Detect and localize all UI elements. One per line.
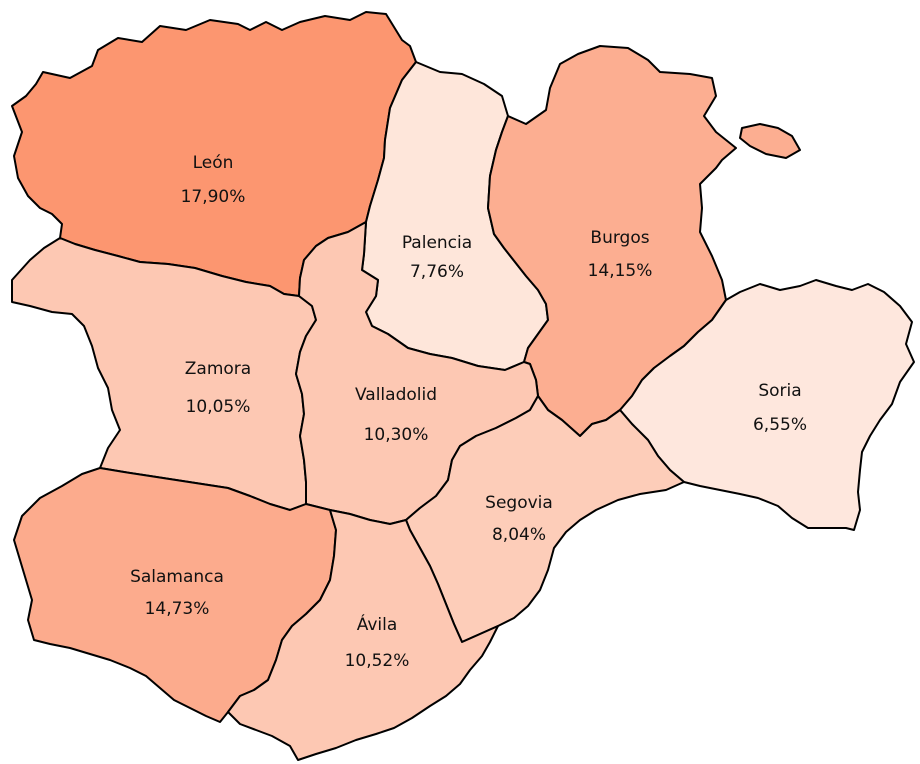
label-zamora-value: 10,05% xyxy=(186,397,251,417)
label-soria-value: 6,55% xyxy=(753,415,807,435)
label-salamanca-name: Salamanca xyxy=(130,567,224,587)
label-palencia-value: 7,76% xyxy=(410,262,464,282)
province-burgos-enclave xyxy=(739,123,801,159)
label-leon-name: León xyxy=(193,153,234,173)
label-zamora-name: Zamora xyxy=(185,359,251,379)
province-avila[interactable] xyxy=(227,509,499,761)
label-salamanca-value: 14,73% xyxy=(145,599,210,619)
province-soria[interactable] xyxy=(619,279,915,531)
label-leon-value: 17,90% xyxy=(181,187,246,207)
province-segovia[interactable] xyxy=(405,395,685,643)
label-burgos-name: Burgos xyxy=(590,228,649,248)
label-valladolid-value: 10,30% xyxy=(364,425,429,445)
label-avila-name: Ávila xyxy=(357,613,398,635)
label-segovia-name: Segovia xyxy=(485,493,553,513)
label-soria-name: Soria xyxy=(758,381,801,401)
label-segovia-value: 8,04% xyxy=(492,525,546,545)
label-valladolid-name: Valladolid xyxy=(355,385,437,405)
label-avila-value: 10,52% xyxy=(345,651,410,671)
label-palencia-name: Palencia xyxy=(402,233,472,253)
label-burgos-value: 14,15% xyxy=(588,261,653,281)
